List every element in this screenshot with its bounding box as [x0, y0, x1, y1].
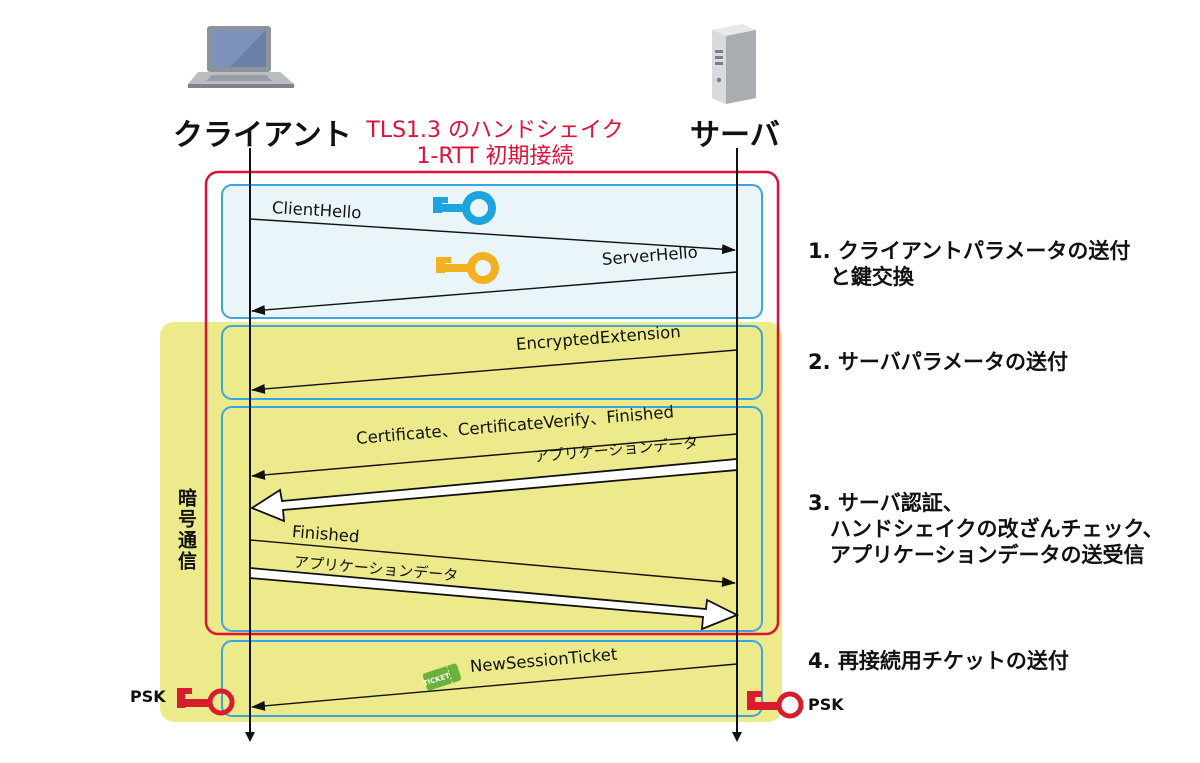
encrypted-region [160, 322, 782, 722]
server-lifeline [732, 148, 742, 742]
client-actor-label: クライアント [173, 118, 352, 153]
server-hello-arrow [251, 271, 738, 315]
laptop-icon [188, 26, 294, 88]
client-lifeline [245, 148, 255, 742]
app-data-client-arrow [249, 567, 740, 631]
title-line1: TLS1.3 のハンドシェイク [366, 118, 624, 143]
title-line2: 1-RTT 初期接続 [416, 144, 574, 169]
step-4-description: 4. 再接続用チケットの送付 [808, 649, 1069, 673]
server-icon [712, 24, 756, 104]
psk-key-icon [177, 688, 235, 716]
handshake-frame [204, 170, 780, 636]
client-hello-arrow [249, 218, 736, 255]
step-2-description: 2. サーバパラメータの送付 [808, 350, 1069, 374]
psk-key-icon [747, 691, 804, 719]
blue-key-icon [433, 191, 496, 225]
phase2-box [221, 325, 763, 400]
app-data-server-arrow [250, 458, 738, 523]
phase4-box [221, 640, 763, 717]
psk-client-label: PSK [130, 687, 166, 706]
encrypted-extension-arrow [251, 349, 738, 394]
step-3-description: 3. サーバ認証、 ハンドシェイクの改ざんチェック、 アプリケーションデータの送… [808, 491, 1164, 567]
phase3-box [221, 406, 763, 632]
finished-client-arrow [249, 539, 736, 587]
phase1-box [221, 184, 763, 319]
encrypted-communication-label: 暗号通信 [175, 488, 197, 572]
ticket-icon: TICKET [422, 663, 462, 691]
diagram-title: TLS1.3 のハンドシェイク 1-RTT 初期接続 [350, 118, 640, 170]
new-session-ticket-arrow [251, 663, 738, 711]
server-actor-label: サーバ [690, 118, 780, 153]
step-1-description: 1. クライアントパラメータの送付 と鍵交換 [808, 239, 1131, 289]
certificate-arrow [251, 433, 738, 480]
orange-key-icon [436, 252, 499, 284]
psk-server-label: PSK [808, 695, 844, 714]
